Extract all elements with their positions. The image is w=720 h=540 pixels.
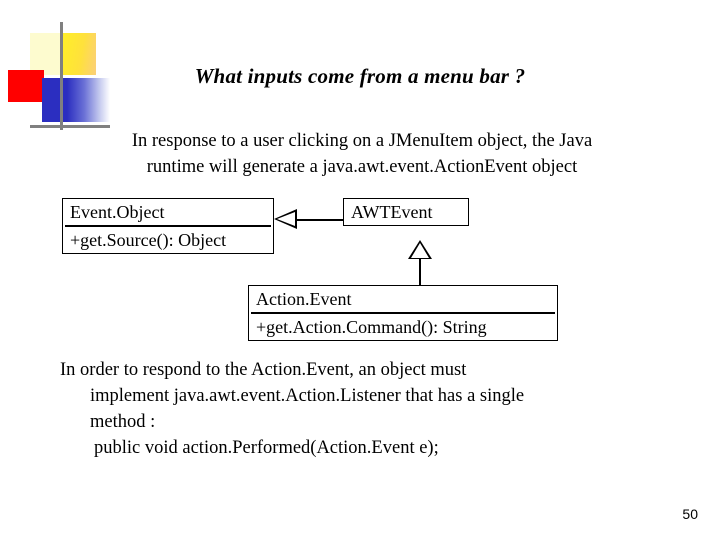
- slide-page-number: 50: [682, 506, 698, 522]
- logo-vertical-rule: [60, 22, 63, 130]
- slide-title: What inputs come from a menu bar ?: [194, 64, 526, 88]
- slide-logo-decoration: [0, 22, 130, 130]
- uml-member-get-source: +get.Source(): Object: [70, 229, 227, 250]
- outro-line-3: method :: [90, 412, 156, 432]
- uml-separator: [65, 225, 271, 227]
- intro-line-2: runtime will generate a java.awt.event.A…: [146, 157, 578, 177]
- uml-class-name-awt-event: AWTEvent: [351, 202, 433, 222]
- uml-class-awt-event: AWTEvent: [343, 198, 469, 226]
- logo-block-red: [8, 70, 44, 102]
- uml-generalization-arrowhead-up: [408, 240, 432, 259]
- uml-connector-awtevent-to-eventobject: [297, 219, 343, 221]
- uml-class-name-event-object: Event.Object: [70, 202, 165, 222]
- uml-class-event-object: Event.Object +get.Source(): Object: [62, 198, 274, 254]
- outro-paragraph: In order to respond to the Action.Event,…: [60, 357, 680, 461]
- uml-member-get-action-command: +get.Action.Command(): String: [256, 316, 487, 337]
- intro-paragraph: In response to a user clicking on a JMen…: [62, 128, 662, 180]
- intro-line-1: In response to a user clicking on a JMen…: [131, 131, 593, 151]
- uml-class-action-event: Action.Event +get.Action.Command(): Stri…: [248, 285, 558, 341]
- uml-class-name-action-event: Action.Event: [256, 289, 352, 309]
- logo-block-blue: [42, 78, 68, 122]
- uml-generalization-arrowhead-left: [274, 209, 297, 229]
- uml-separator: [251, 312, 555, 314]
- outro-line-2: implement java.awt.event.Action.Listener…: [90, 386, 525, 406]
- logo-block-yellow: [63, 33, 96, 75]
- outro-line-4: public void action.Performed(Action.Even…: [94, 438, 439, 458]
- outro-line-1: In order to respond to the Action.Event,…: [60, 360, 467, 380]
- logo-horizontal-rule: [30, 125, 110, 128]
- logo-block-blue-gradient: [67, 78, 110, 122]
- uml-connector-actionevent-to-awtevent: [419, 258, 421, 285]
- logo-block-pale-yellow: [30, 33, 64, 75]
